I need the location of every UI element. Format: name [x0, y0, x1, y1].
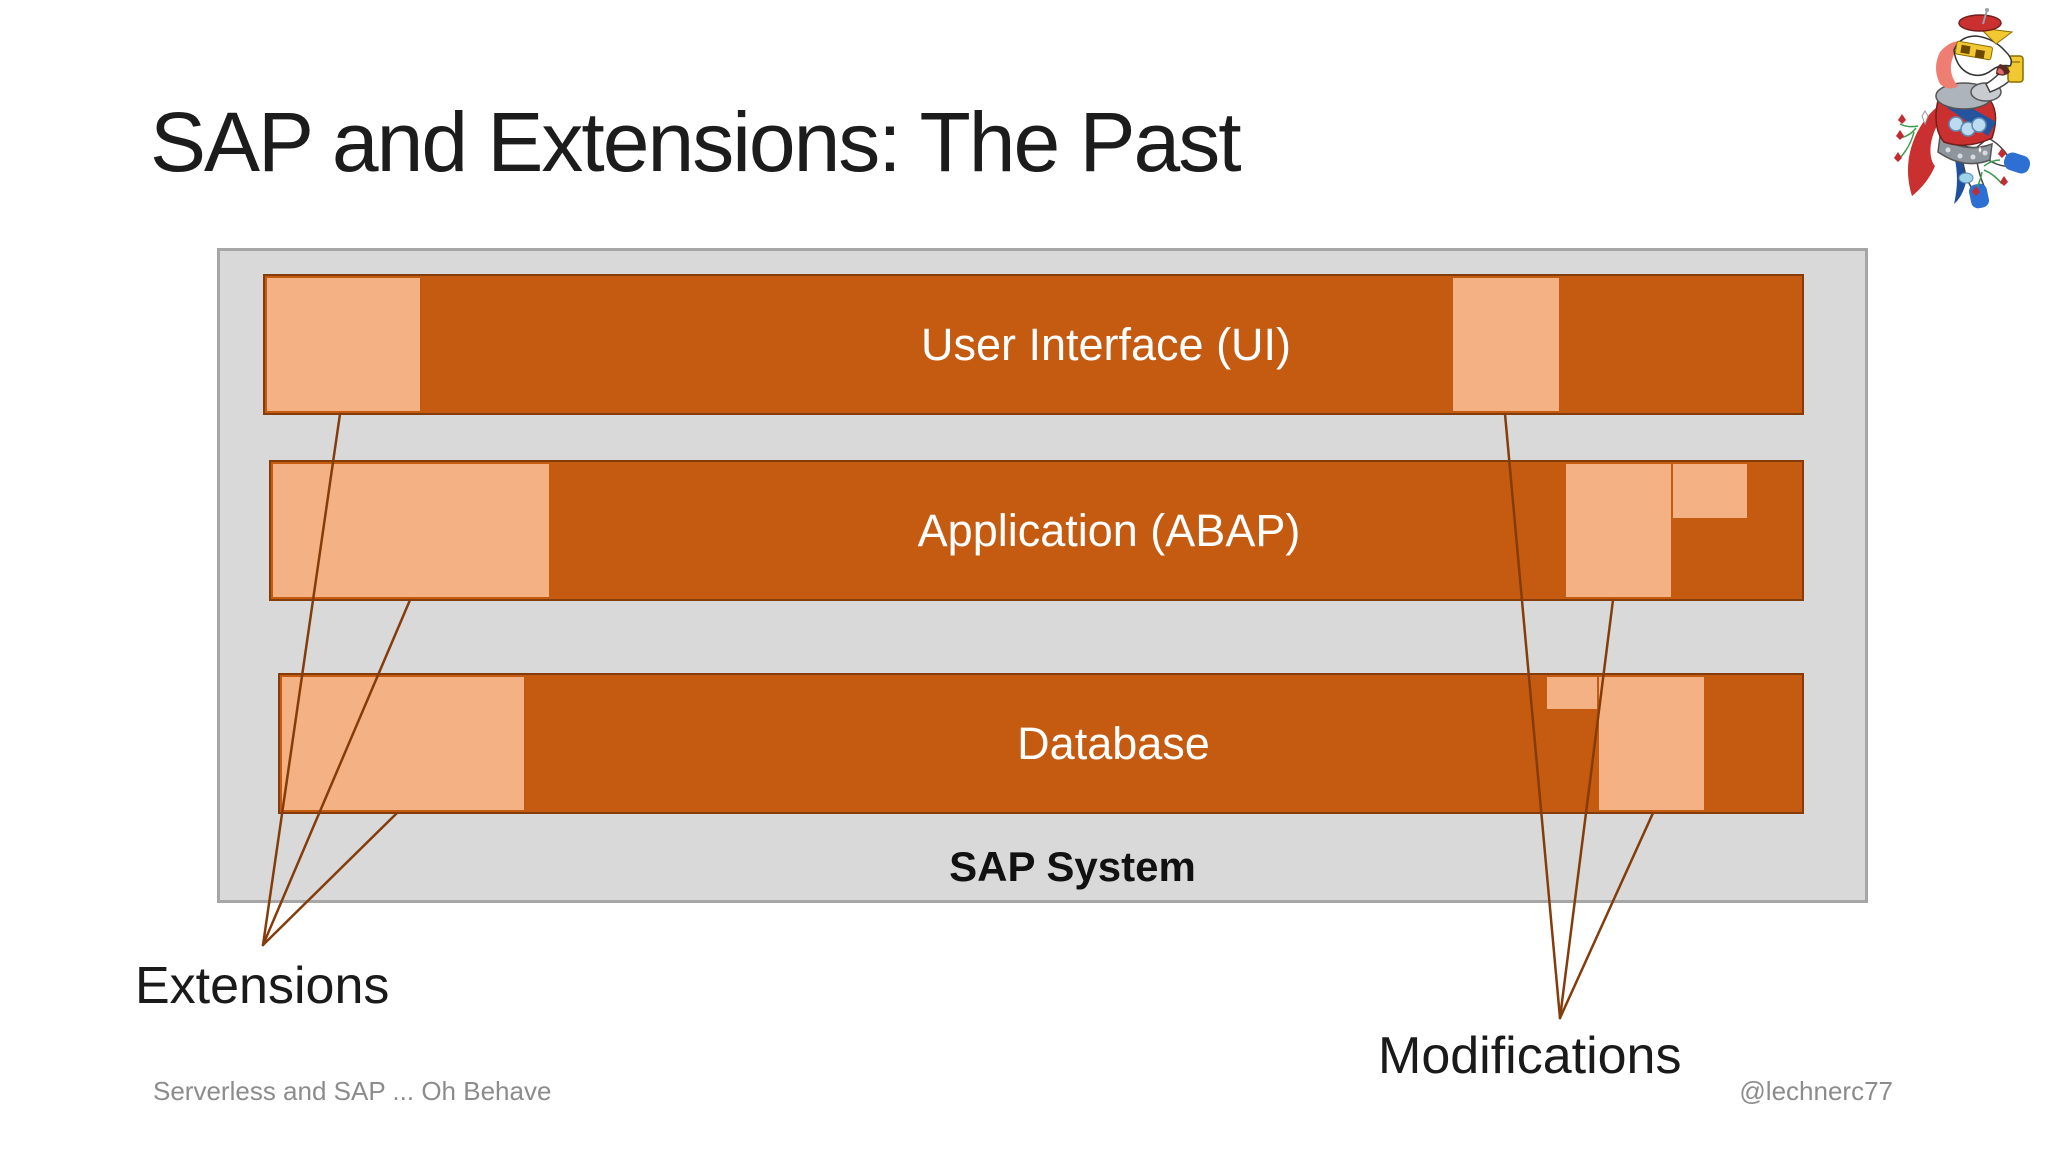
modifications-label: Modifications — [1378, 1027, 1682, 1085]
layer-database: Database — [278, 673, 1804, 814]
extension-segment — [280, 675, 526, 812]
footer-presentation-title: Serverless and SAP ... Oh Behave — [153, 1076, 552, 1106]
layer-label-ui: User Interface (UI) — [920, 318, 1292, 370]
sap-system-label: SAP System — [949, 843, 1196, 890]
page-title: SAP and Extensions: The Past — [150, 95, 1242, 189]
layer-application: Application (ABAP) — [269, 460, 1804, 601]
layer-user-interface: User Interface (UI) — [263, 274, 1804, 415]
extension-segment — [265, 276, 422, 413]
modification-segment-small — [1671, 462, 1749, 520]
unicorn-knight-mascot-icon — [1888, 8, 2040, 220]
modification-segment — [1451, 276, 1561, 413]
extensions-label: Extensions — [135, 957, 390, 1015]
extension-segment — [271, 462, 551, 599]
layer-label-db: Database — [1017, 717, 1210, 769]
footer-author-handle: @lechnerc77 — [1739, 1076, 1893, 1106]
sap-system-container: User Interface (UI) Application (ABAP) D… — [217, 248, 1868, 903]
layer-label-app: Application (ABAP) — [917, 504, 1301, 556]
modification-segment — [1564, 462, 1673, 599]
modification-segment — [1597, 675, 1706, 812]
modification-segment-small — [1545, 675, 1599, 711]
